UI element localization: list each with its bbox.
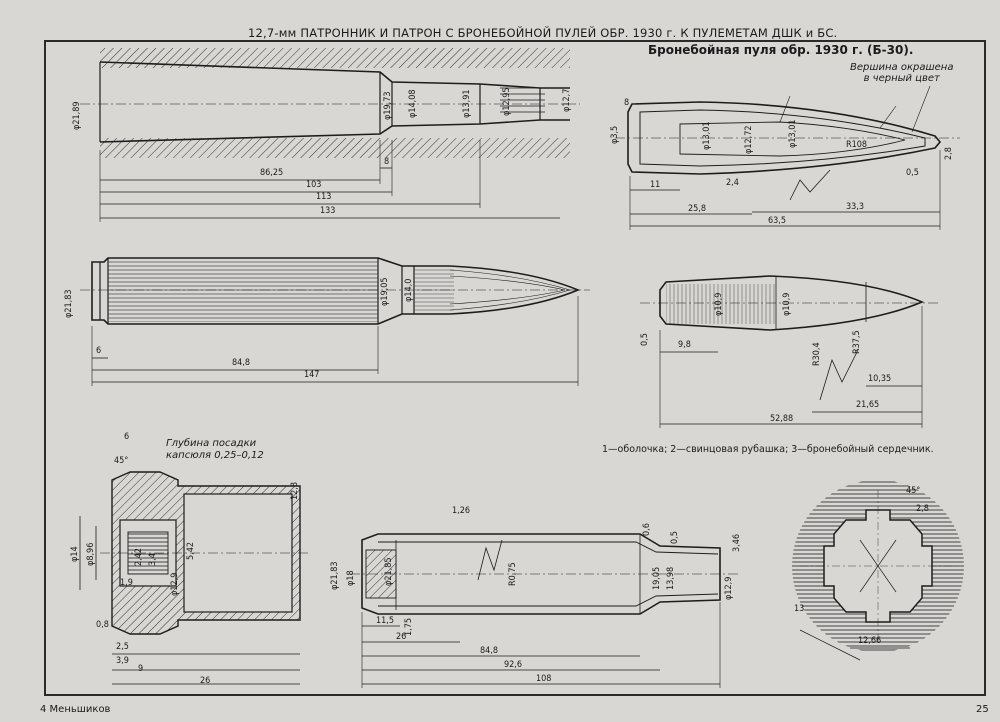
dim-label: φ10,9 xyxy=(714,292,724,316)
core-drawing xyxy=(640,275,940,428)
dim-label: φ14,08 xyxy=(408,89,418,118)
dim-label: 45° xyxy=(114,456,129,466)
dim-label: R37,5 xyxy=(852,330,862,354)
dim-label: 52,88 xyxy=(770,414,794,424)
dim-label: 133 xyxy=(320,206,336,216)
dim-label: 13 xyxy=(794,604,805,614)
bullet-drawing xyxy=(615,85,960,230)
parts-legend: 1—оболочка; 2—свинцовая рубашка; 3—броне… xyxy=(602,444,934,455)
dim-label: 5,42 xyxy=(186,541,196,560)
dim-label: φ12,95 xyxy=(502,87,512,116)
dim-label: 0,5 xyxy=(670,531,680,544)
dim-label: 3,9 xyxy=(116,656,129,666)
dim-label: φ14,0 xyxy=(404,278,414,302)
dim-label: 21,65 xyxy=(856,400,880,410)
dim-label: 19,05 xyxy=(652,566,662,590)
dim-label: 33,3 xyxy=(846,202,865,212)
dim-label: 11,5 xyxy=(376,616,395,626)
dim-label: φ21,89 xyxy=(72,101,82,130)
page-number: 25 xyxy=(976,704,989,715)
dim-label: 108 xyxy=(536,674,552,684)
dim-label: 103 xyxy=(306,180,322,190)
case-section-drawing xyxy=(350,533,740,688)
dim-label: 6 xyxy=(124,432,130,442)
dim-label: 2,5 xyxy=(116,642,129,652)
dim-label: 45° xyxy=(906,486,921,496)
dim-label: 3,4 xyxy=(148,553,158,566)
tip-note-line-1: Вершина окрашена xyxy=(850,62,954,73)
dim-label: 12,66 xyxy=(858,636,882,646)
dim-label: 11 xyxy=(650,180,661,190)
dim-label: 2,8 xyxy=(944,147,954,160)
dim-label: 1,9 xyxy=(120,578,133,588)
dim-label: 6 xyxy=(96,346,102,356)
dim-label: 84,8 xyxy=(480,646,499,656)
primer-note-line-1: Глубина посадки xyxy=(166,438,257,449)
dim-label: φ3,5 xyxy=(610,125,620,144)
dim-label: 2,8 xyxy=(916,504,929,514)
dim-label: φ21,83 xyxy=(330,561,340,590)
dim-label: 113 xyxy=(316,192,332,202)
dim-label: 26 xyxy=(396,632,407,642)
dim-label: φ18 xyxy=(346,570,356,586)
dim-label: φ10,9 xyxy=(782,292,792,316)
dim-label: 0,5 xyxy=(906,168,919,178)
dim-label: φ19,05 xyxy=(380,277,390,306)
dim-label: R0,75 xyxy=(508,562,518,586)
dim-label: 2,4 xyxy=(726,178,739,188)
drawing-title: 12,7-мм ПАТРОННИК И ПАТРОН С БРОНЕБОЙНОЙ… xyxy=(248,26,838,40)
tip-note: Вершина окрашена в черный цвет xyxy=(850,62,953,84)
drawing-frame xyxy=(44,40,986,696)
dim-label: R108 xyxy=(846,140,868,150)
dim-label: 2,42 xyxy=(134,547,144,566)
dim-label: φ12,7 xyxy=(562,88,572,112)
primer-note: Глубина посадки капсюля 0,25–0,12 xyxy=(166,438,264,462)
dim-label: 147 xyxy=(304,370,320,380)
dim-label: φ12,9 xyxy=(170,572,180,596)
dim-label: 84,8 xyxy=(232,358,251,368)
dim-label: 3,46 xyxy=(732,533,742,552)
dim-label: 0,8 xyxy=(96,620,109,630)
dim-label: φ13,01 xyxy=(702,121,712,150)
dim-label: 1,26 xyxy=(452,506,471,516)
dim-label: 63,5 xyxy=(768,216,787,226)
dim-label: 8 xyxy=(384,157,390,167)
dim-label: φ13,01 xyxy=(788,119,798,148)
dim-label: φ12,72 xyxy=(744,125,754,154)
dim-label: 0,5 xyxy=(640,333,650,346)
dim-label: φ14 xyxy=(70,546,80,562)
primer-note-line-2: капсюля 0,25–0,12 xyxy=(166,450,264,461)
bullet-subtitle: Бронебойная пуля обр. 1930 г. (Б-30). xyxy=(648,43,914,57)
dim-label: φ21,83 xyxy=(64,289,74,318)
dim-label: 86,25 xyxy=(260,168,284,178)
footer-author: 4 Меньшиков xyxy=(40,704,111,715)
bore-section-drawing xyxy=(792,480,964,661)
dim-label: φ21,85 xyxy=(384,557,394,586)
dim-label: φ13,91 xyxy=(462,89,472,118)
cartridge-drawing xyxy=(80,257,590,386)
chamber-drawing xyxy=(80,48,580,222)
case-base-drawing xyxy=(79,471,310,685)
dim-label: φ12,9 xyxy=(724,576,734,600)
dim-label: 26 xyxy=(200,676,211,686)
dim-label: 92,6 xyxy=(504,660,523,670)
dim-label: 13,98 xyxy=(666,566,676,590)
dim-label: φ8,96 xyxy=(86,542,96,566)
dim-label: φ19,73 xyxy=(383,91,393,120)
dim-label: 12,8 xyxy=(290,481,300,500)
dim-label: 8 xyxy=(624,98,630,108)
dim-label: 25,8 xyxy=(688,204,707,214)
dim-label: 0,6 xyxy=(642,523,652,536)
tip-note-line-2: в черный цвет xyxy=(863,73,940,84)
dim-label: R30,4 xyxy=(812,342,822,366)
dim-label: 9 xyxy=(138,664,144,674)
dim-label: 9,8 xyxy=(678,340,691,350)
dim-label: 10,35 xyxy=(868,374,892,384)
